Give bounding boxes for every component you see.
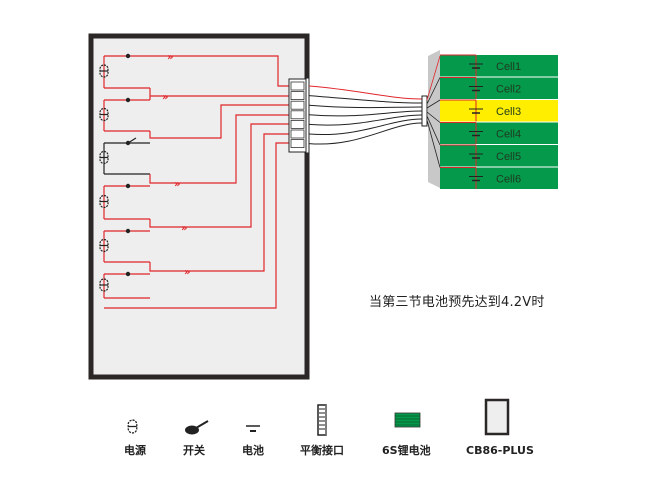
battery-cell-body [440, 145, 558, 167]
channel-6 [99, 271, 150, 299]
switch-closed-icon [125, 97, 131, 103]
legend-label: 电源 [124, 443, 146, 457]
bus-line-1 [150, 55, 291, 87]
switch-closed-icon [125, 228, 131, 234]
balancing-circuits: » » » » » [99, 52, 291, 309]
switch-closed-icon [125, 183, 131, 189]
cable-wire [308, 85, 423, 100]
bus-line-6 [149, 133, 291, 272]
bus-line-5 [149, 123, 291, 228]
connector-pin [290, 120, 305, 129]
cable-wire [308, 95, 423, 104]
tap-wire [426, 55, 441, 101]
flow-arrow-icon: » [174, 179, 180, 190]
tap-wire [426, 77, 441, 105]
lipo-pack-icon [394, 412, 421, 428]
legend-label: 开关 [183, 443, 205, 457]
balance-cable [308, 85, 423, 145]
battery-cell: Cell5 [440, 144, 558, 167]
battery-cell: Cell6 [440, 167, 558, 189]
pack-side [428, 50, 440, 188]
bus-line-3 [149, 104, 291, 139]
battery-cell-body [440, 77, 558, 99]
cell-label: Cell3 [496, 106, 521, 118]
bus-lines [104, 55, 291, 309]
cell-label: Cell1 [496, 61, 521, 73]
switch-closed-icon [125, 271, 131, 277]
power-source-icon [127, 419, 138, 434]
cell-label: Cell6 [496, 174, 521, 186]
switch-lever [127, 137, 137, 144]
tap-wire [426, 115, 441, 146]
cell-label: Cell2 [496, 84, 521, 96]
battery-icon [246, 425, 260, 432]
balance-connector [288, 77, 310, 154]
battery-cell: Cell1 [440, 54, 558, 77]
flow-arrow-icon: » [184, 267, 190, 278]
channel-1 [99, 53, 150, 89]
flow-arrow-icon: » [167, 52, 173, 63]
bus-line-4 [149, 114, 291, 184]
board-outline [88, 33, 310, 380]
cell-label: Cell5 [496, 151, 521, 163]
board-icon [484, 398, 510, 436]
channel-5 [99, 228, 150, 263]
connector-pin [290, 100, 305, 110]
pack-connector [421, 95, 428, 127]
bus-line-2 [149, 88, 291, 100]
legend-label: 平衡接口 [300, 443, 344, 457]
battery-cell-body [440, 55, 558, 77]
channel-3 [99, 137, 150, 175]
cable-wire [308, 114, 423, 126]
battery-cell-body [440, 167, 558, 189]
legend-item-power: 电源 [124, 419, 146, 457]
cb86-plus-board [88, 33, 310, 380]
legend-item-balance-port: 平衡接口 [300, 404, 344, 457]
channel-2 [99, 97, 150, 132]
connector-pin [290, 91, 305, 100]
connector-pin [290, 110, 305, 120]
legend: 电源 开关 电池 [124, 398, 534, 457]
battery-cell: Cell4 [440, 122, 558, 144]
cable-wire [308, 122, 423, 145]
channel-4 [99, 183, 150, 220]
legend-item-switch: 开关 [183, 420, 209, 457]
cable-wire [308, 110, 423, 117]
legend-item-battery: 电池 [242, 425, 264, 457]
caption-text: 当第三节电池预先达到4.2V时 [369, 295, 545, 310]
legend-item-lipo-pack: 6S锂电池 [382, 412, 431, 457]
bus-line-7 [104, 142, 291, 309]
legend-item-board: CB86-PLUS [466, 398, 534, 457]
connector-pin [290, 129, 305, 139]
battery-cell-highlighted [440, 100, 558, 122]
tap-wire [426, 99, 441, 109]
battery-cell: Cell2 [440, 77, 558, 99]
connector-pin [290, 139, 305, 149]
switch-closed-icon [125, 53, 131, 59]
switch-icon [185, 420, 209, 435]
cable-wire [308, 104, 423, 109]
balance-port-icon [317, 404, 327, 436]
legend-label: 电池 [242, 443, 264, 457]
battery-cell-body [440, 122, 558, 144]
tap-wire [426, 111, 441, 123]
flow-arrow-icon: » [181, 223, 187, 234]
legend-label: CB86-PLUS [466, 444, 534, 457]
cable-wire [308, 118, 423, 136]
tap-wire [426, 119, 441, 168]
cell-label: Cell4 [496, 129, 521, 141]
legend-label: 6S锂电池 [382, 443, 431, 457]
battery-cell: Cell3 [440, 99, 558, 122]
flow-arrow-icon: » [162, 92, 168, 103]
connector-pin [290, 81, 305, 91]
